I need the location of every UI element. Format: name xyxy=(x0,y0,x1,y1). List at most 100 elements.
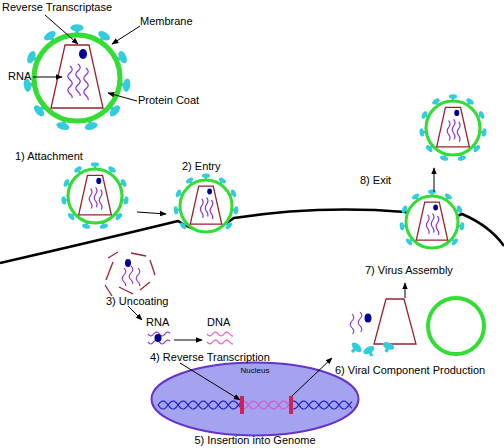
genome-helix xyxy=(158,396,352,414)
stage-label: 4) Reverse Transcription xyxy=(150,351,270,364)
spike-protein xyxy=(70,24,83,31)
rna-strand xyxy=(94,187,97,207)
coat-fragment xyxy=(140,282,150,290)
reverse-transcriptase xyxy=(433,204,438,210)
stage-label: RNA xyxy=(146,316,169,329)
rna-strand xyxy=(431,214,434,233)
spike-protein xyxy=(122,78,131,92)
rna-strand xyxy=(426,215,429,234)
dna-strand xyxy=(292,401,352,409)
protein-coat xyxy=(437,107,470,147)
spike-protein xyxy=(419,128,425,137)
dna-strand xyxy=(207,340,233,344)
protein-coat xyxy=(190,186,221,224)
stage-label: 5) Insertion into Genome xyxy=(194,434,315,447)
reverse-transcriptase xyxy=(207,188,212,194)
viral-envelope xyxy=(68,169,122,223)
step-arrow xyxy=(108,93,137,101)
step-arrow xyxy=(434,168,435,192)
step-arrow xyxy=(128,306,142,320)
step-arrow xyxy=(45,15,78,44)
step-arrow xyxy=(180,363,240,400)
spike-protein xyxy=(233,206,238,215)
nucleus-ellipse: Nucleus xyxy=(150,361,360,437)
rna-strand xyxy=(84,68,88,100)
step-arrow xyxy=(405,283,406,298)
dna-strand xyxy=(158,401,241,409)
rna-strand xyxy=(447,120,450,140)
rna-strand xyxy=(136,268,140,286)
spike-protein xyxy=(61,196,67,205)
coat-fragment xyxy=(150,260,155,275)
rna-strand xyxy=(350,314,354,334)
step-arrow xyxy=(112,26,140,44)
reverse-transcriptase xyxy=(125,259,131,267)
spike-protein xyxy=(202,173,210,177)
rna-strand xyxy=(89,188,92,208)
spike-protein xyxy=(481,128,487,137)
step-arrow xyxy=(33,77,62,78)
reverse-transcriptase xyxy=(454,110,459,116)
coat-fragment xyxy=(108,252,118,258)
viral-envelope xyxy=(406,196,458,248)
spike-protein xyxy=(362,344,376,356)
insertion-site xyxy=(289,396,293,414)
step-arrow xyxy=(137,212,166,214)
rna-strand xyxy=(358,312,362,332)
spike-protein xyxy=(123,196,129,205)
viral-envelope xyxy=(426,101,480,155)
spike-protein xyxy=(91,162,99,167)
stage-label: Membrane xyxy=(140,15,193,28)
rna-strand xyxy=(129,266,133,284)
step-arrow xyxy=(174,340,202,341)
spike-protein xyxy=(382,341,396,352)
rna-strand xyxy=(122,268,126,286)
viral-envelope xyxy=(428,298,484,354)
dna-strand xyxy=(243,401,290,409)
spike-protein xyxy=(173,206,178,215)
viral-envelope xyxy=(180,180,232,232)
coat-fragment xyxy=(106,262,113,280)
spike-protein xyxy=(399,222,404,231)
stage-label: 3) Uncoating xyxy=(106,295,168,308)
coat-fragment xyxy=(105,285,112,296)
dna-strand xyxy=(207,332,233,336)
node-title: Nucleus xyxy=(150,366,360,376)
rna-strand xyxy=(200,199,203,218)
rna-strand xyxy=(76,64,80,96)
stage-label: 1) Attachment xyxy=(15,150,83,163)
reverse-transcriptase xyxy=(79,49,87,59)
reverse-transcriptase xyxy=(365,314,372,323)
stage-label: 8) Exit xyxy=(360,174,391,187)
stage-label: RNA xyxy=(8,70,31,83)
stage-label: Protein Coat xyxy=(138,94,199,107)
viral-envelope xyxy=(34,35,120,121)
dna-strand xyxy=(243,401,290,409)
stage-label: 7) Virus Assembly xyxy=(365,264,453,277)
reverse-transcriptase xyxy=(96,178,101,184)
coat-fragment xyxy=(131,253,146,256)
rna-strand xyxy=(68,66,72,98)
rna-strand xyxy=(210,200,213,219)
spike-protein xyxy=(350,341,363,354)
protein-coat xyxy=(416,202,447,240)
rna-strand xyxy=(205,198,208,217)
stage-label: Reverse Transcriptase xyxy=(2,1,112,14)
rna-strand xyxy=(452,119,455,139)
insertion-site xyxy=(240,396,244,414)
rna-strand xyxy=(457,122,460,142)
stage-label: 2) Entry xyxy=(182,160,221,173)
rna-strand xyxy=(436,216,439,235)
protein-coat xyxy=(79,175,112,215)
virus-illustrations xyxy=(23,24,487,356)
spike-protein xyxy=(459,222,464,231)
step-arrow xyxy=(292,358,332,396)
stage-label: 6) Viral Component Production xyxy=(335,364,485,377)
spike-protein xyxy=(428,189,436,193)
rna-strand xyxy=(99,190,102,210)
spike-protein xyxy=(449,94,457,99)
stage-label: DNA xyxy=(207,316,230,329)
reverse-transcriptase xyxy=(155,334,162,342)
protein-coat xyxy=(374,299,416,344)
